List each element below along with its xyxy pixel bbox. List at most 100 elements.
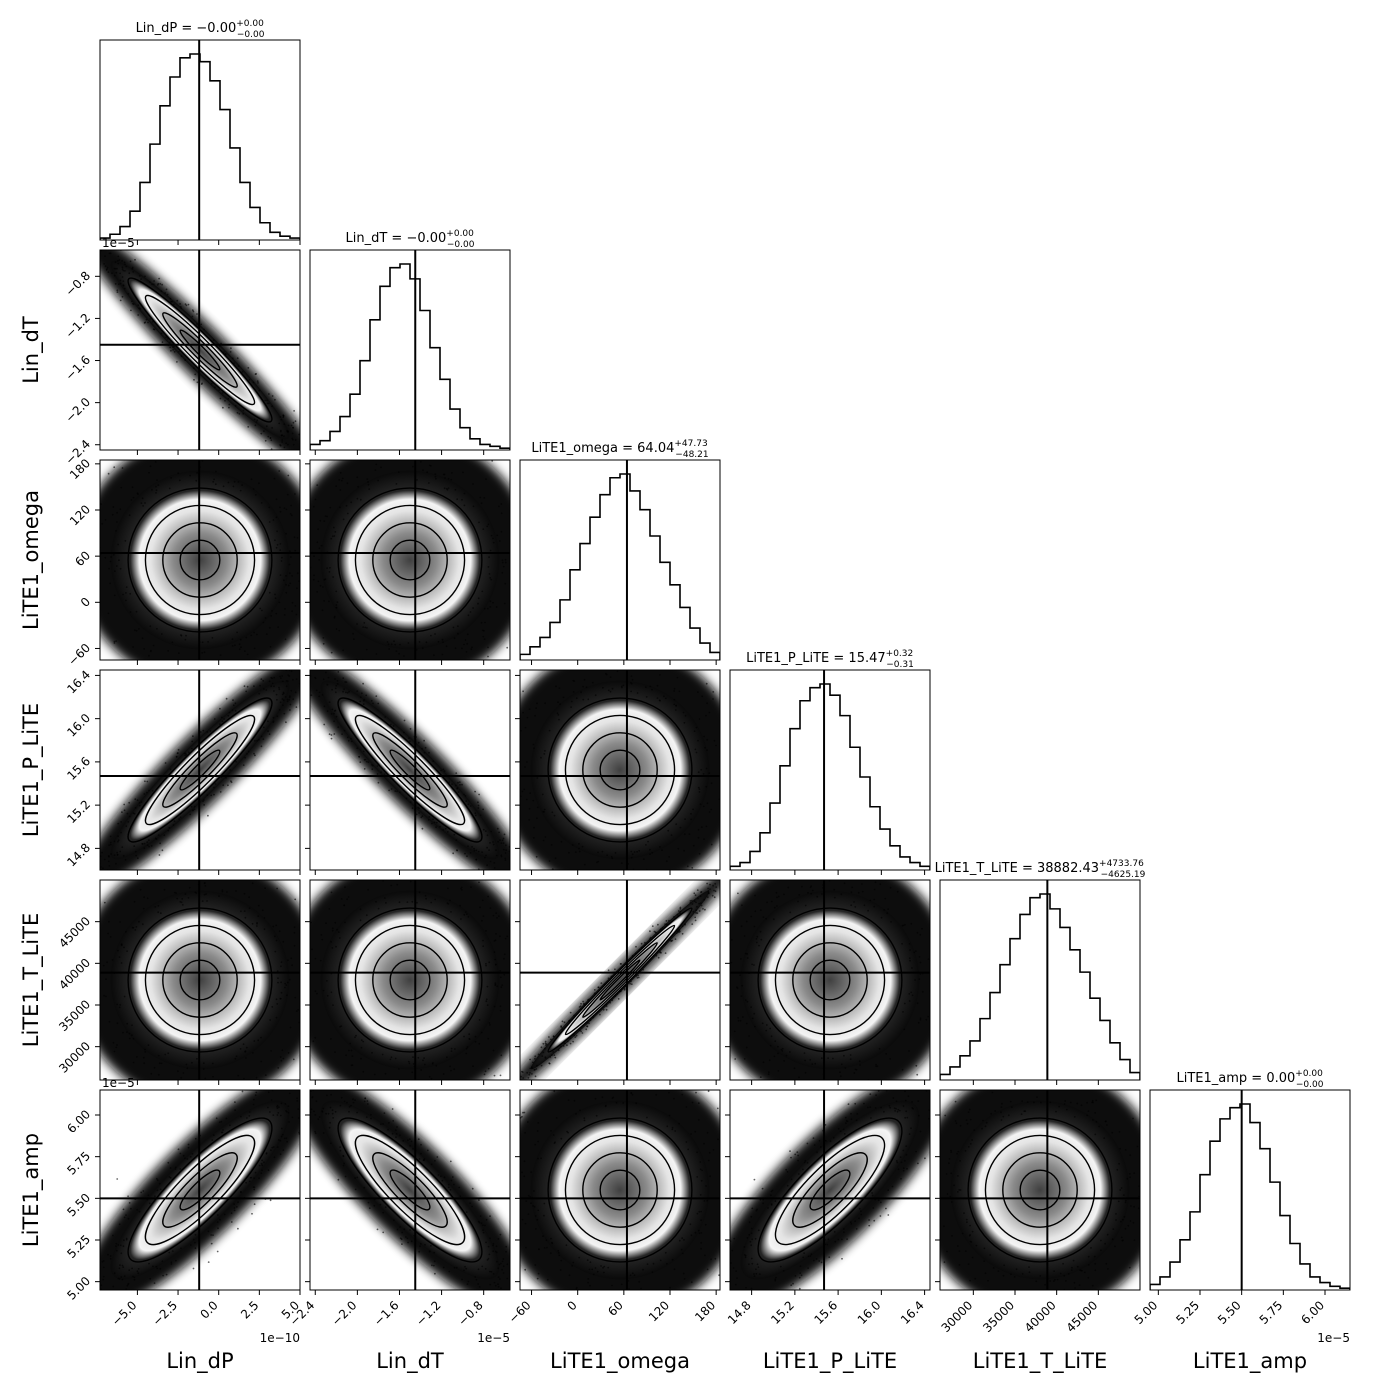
panel-LiTE1_T_LiTE-vs-Lin_dP: [95, 879, 301, 1085]
y-tick-label: 35000: [56, 997, 93, 1034]
x-tick-label: 0.0: [197, 1298, 220, 1321]
panel-frame: [309, 669, 511, 871]
density-core: [320, 890, 500, 1070]
contour-level-2: [354, 924, 466, 1036]
y-tick-label: 0: [78, 595, 93, 610]
panel-frame: [519, 459, 721, 661]
histogram-step-LiTE1_amp: [1150, 1103, 1350, 1290]
y-axis-label-LiTE1_P_LiTE: LiTE1_P_LiTE: [19, 703, 44, 837]
scatter-points: [730, 880, 930, 1080]
panel-LiTE1_amp-vs-LiTE1_P_LiTE: [725, 1089, 931, 1295]
contour-level-2: [354, 1134, 466, 1246]
y-tick-label: 45000: [56, 914, 93, 951]
contour-level-1: [337, 907, 483, 1053]
y-tick-label: 30000: [56, 1039, 93, 1076]
x-tick-label: 6.00: [1298, 1298, 1327, 1327]
x-tick-label: 2.5: [238, 1298, 261, 1321]
density-core: [740, 890, 920, 1070]
panel-frame: [309, 459, 511, 661]
x-tick-label: 5.25: [1173, 1298, 1202, 1327]
panel-LiTE1_omega-vs-LiTE1_omega: [519, 459, 721, 665]
contour-level-3: [372, 732, 448, 808]
x-tick-label: 16.4: [898, 1298, 927, 1327]
panel-frame: [1149, 1089, 1351, 1291]
contour-level-1: [127, 277, 273, 423]
y-tick-label: −60: [65, 641, 93, 669]
histogram-step-LiTE1_T_LiTE: [940, 893, 1140, 1080]
y-axis-label-LiTE1_omega: LiTE1_omega: [19, 490, 44, 630]
y-tick-label: 6.00: [64, 1107, 93, 1136]
contour-level-2: [144, 294, 256, 406]
y-tick-label: −2.0: [63, 395, 94, 426]
x-tick-label: −1.2: [413, 1298, 444, 1329]
scatter-points: [310, 460, 509, 660]
y-tick-label: 120: [67, 502, 93, 528]
scatter-points: [100, 670, 300, 870]
histogram-step-LiTE1_P_LiTE: [730, 683, 930, 870]
panel-frame: [99, 879, 301, 1081]
y-tick-label: −0.8: [63, 269, 94, 300]
y-tick-label: 5.75: [64, 1149, 93, 1178]
panel-LiTE1_T_LiTE-vs-LiTE1_T_LiTE: [939, 879, 1141, 1085]
x-tick-label: 15.6: [811, 1298, 840, 1327]
x-axis-label-Lin_dP: Lin_dP: [166, 1349, 233, 1374]
x-tick-label: 40000: [1022, 1298, 1059, 1335]
contour-level-1: [127, 1117, 273, 1263]
contour-level-3: [582, 732, 658, 808]
contour-level-3: [792, 942, 868, 1018]
panel-frame: [309, 249, 511, 451]
panel-LiTE1_omega-vs-Lin_dT: [305, 459, 511, 665]
y-offset-label: 1e−5: [102, 1076, 135, 1090]
x-axis-label-LiTE1_P_LiTE: LiTE1_P_LiTE: [763, 1349, 897, 1374]
x-axis-label-LiTE1_amp: LiTE1_amp: [1193, 1349, 1307, 1374]
panel-title-Lin_dP: Lin_dP = −0.00+0.00−0.00: [136, 19, 265, 40]
density-core: [320, 680, 500, 860]
panel-frame: [99, 1089, 301, 1291]
x-tick-label: 120: [646, 1298, 672, 1324]
density-core: [320, 470, 500, 650]
contour-level-4: [179, 749, 221, 791]
contour-level-1: [547, 907, 693, 1053]
scatter-points: [730, 1090, 930, 1290]
x-offset-label: 1e−5: [477, 1331, 510, 1345]
contour-level-1: [967, 1117, 1113, 1263]
panel-frame: [519, 669, 721, 871]
contour-level-1: [547, 697, 693, 843]
x-tick-label: 30000: [939, 1298, 976, 1335]
contour-level-4: [179, 1169, 221, 1211]
panel-title-LiTE1_P_LiTE: LiTE1_P_LiTE = 15.47+0.32−0.31: [746, 649, 914, 670]
x-tick-label: 5.75: [1257, 1298, 1286, 1327]
panel-title-LiTE1_T_LiTE: LiTE1_T_LiTE = 38882.43+4733.76−4625.19: [935, 859, 1146, 880]
contour-level-2: [354, 714, 466, 826]
contour-level-2: [984, 1134, 1096, 1246]
x-offset-label: 1e−10: [260, 1331, 300, 1345]
contour-level-1: [127, 697, 273, 843]
panel-frame: [939, 1089, 1141, 1291]
panel-frame: [729, 1089, 931, 1291]
panel-title-LiTE1_omega: LiTE1_omega = 64.04+47.73−48.21: [531, 439, 708, 460]
scatter-points: [520, 880, 718, 1080]
contour-level-3: [372, 1152, 448, 1228]
x-tick-label: −0.8: [455, 1298, 486, 1329]
contour-level-2: [144, 714, 256, 826]
panel-frame: [99, 249, 301, 451]
x-tick-label: −2.0: [329, 1298, 360, 1329]
contour-level-4: [599, 959, 641, 1001]
density-core: [740, 1100, 920, 1280]
panel-frame: [939, 879, 1141, 1081]
panel-LiTE1_amp-vs-LiTE1_amp: [1149, 1089, 1351, 1295]
panel-LiTE1_P_LiTE-vs-Lin_dT: [305, 669, 511, 875]
x-tick-label: −60: [506, 1298, 534, 1326]
x-tick-label: 45000: [1064, 1298, 1101, 1335]
x-axis-label-Lin_dT: Lin_dT: [376, 1349, 444, 1374]
contour-level-2: [564, 714, 676, 826]
panel-LiTE1_P_LiTE-vs-LiTE1_P_LiTE: [729, 669, 931, 875]
scatter-points: [100, 1090, 300, 1290]
x-tick-label: −5.0: [109, 1298, 140, 1329]
panel-LiTE1_T_LiTE-vs-LiTE1_omega: [515, 879, 721, 1085]
contour-level-2: [564, 1134, 676, 1246]
scatter-points: [520, 1090, 720, 1290]
y-tick-label: 14.8: [64, 841, 93, 870]
y-tick-label: 60: [72, 548, 93, 569]
panel-Lin_dT-vs-Lin_dP: [95, 249, 301, 455]
